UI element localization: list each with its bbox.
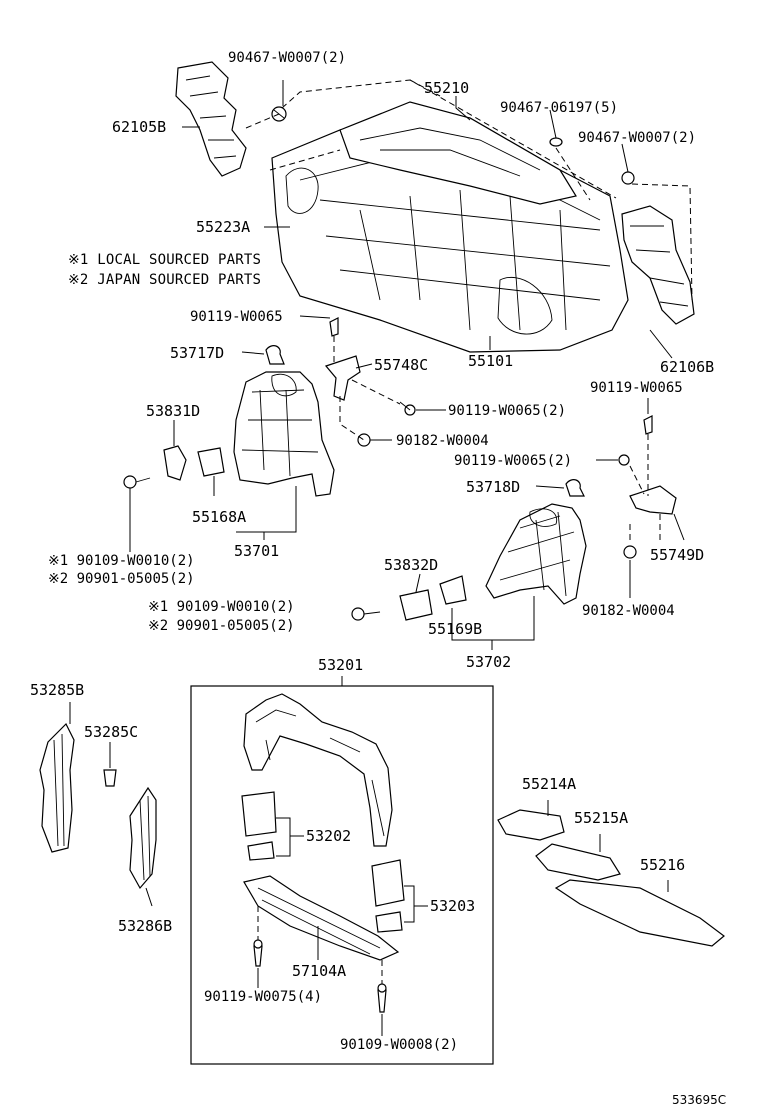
label-90467-w0007-top[interactable]: 90467-W0007(2): [228, 50, 347, 66]
bolt-90119-w0075[interactable]: [253, 939, 263, 967]
label-90119-w0065-2b[interactable]: 90119-W0065(2): [454, 453, 573, 469]
label-53285c[interactable]: 53285C: [84, 723, 139, 741]
label-55749d[interactable]: 55749D: [650, 546, 705, 564]
part-53702-drawing[interactable]: [485, 503, 587, 605]
label-53701[interactable]: 53701: [234, 542, 280, 560]
label-53203[interactable]: 53203: [430, 897, 476, 915]
bolt-90109-w0010-b[interactable]: [351, 607, 381, 621]
part-53831d-drawing[interactable]: [163, 445, 187, 481]
part-53286b-drawing[interactable]: [129, 786, 157, 890]
label-53831d[interactable]: 53831D: [146, 402, 201, 420]
part-55216-drawing[interactable]: [554, 879, 725, 947]
nut-90182-w0004-b[interactable]: [623, 545, 637, 559]
label-55748c[interactable]: 55748C: [374, 356, 429, 374]
label-90182-w0004-a[interactable]: 90182-W0004: [396, 433, 489, 449]
label-55168a[interactable]: 55168A: [192, 508, 247, 526]
label-55216[interactable]: 55216: [640, 856, 686, 874]
part-53701-drawing[interactable]: [233, 371, 335, 497]
clip-53718d[interactable]: [565, 479, 585, 497]
label-55101[interactable]: 55101: [468, 352, 514, 370]
part-53201-drawing[interactable]: [243, 693, 393, 847]
label-62106b[interactable]: 62106B: [660, 358, 715, 376]
part-53285b-drawing[interactable]: [39, 722, 75, 853]
label-53285b[interactable]: 53285B: [30, 681, 85, 699]
nut-90182-w0004-a[interactable]: [357, 433, 371, 447]
label-90901-05005-b[interactable]: ※2 90901-05005(2): [148, 618, 295, 634]
label-62105b[interactable]: 62105B: [112, 118, 167, 136]
label-90467-w0007-right[interactable]: 90467-W0007(2): [578, 130, 697, 146]
label-90119-w0075[interactable]: 90119-W0075(4): [204, 989, 323, 1005]
part-55214a-drawing[interactable]: [497, 809, 565, 841]
label-57104a[interactable]: 57104A: [292, 962, 347, 980]
part-62106b-drawing[interactable]: [621, 205, 695, 325]
label-90119-w0065-a[interactable]: 90119-W0065: [190, 309, 283, 325]
label-55210[interactable]: 55210: [424, 79, 470, 97]
label-90467-06197[interactable]: 90467-06197(5): [500, 100, 619, 116]
label-55214a[interactable]: 55214A: [522, 775, 577, 793]
clip-53717d[interactable]: [265, 345, 285, 365]
bracket-55748c[interactable]: [324, 355, 361, 401]
label-53702[interactable]: 53702: [466, 653, 512, 671]
bolt-90119-w0065-a[interactable]: [329, 317, 339, 337]
bolt-90109-w0010-a[interactable]: [123, 475, 151, 489]
label-55169b[interactable]: 55169B: [428, 620, 483, 638]
bolt-90119-w0065-b[interactable]: [643, 415, 653, 435]
label-55215a[interactable]: 55215A: [574, 809, 629, 827]
part-55210-drawing[interactable]: [339, 101, 577, 205]
clip-90467-06197[interactable]: [549, 137, 563, 147]
label-53718d[interactable]: 53718D: [466, 478, 521, 496]
label-53717d[interactable]: 53717D: [170, 344, 225, 362]
bolt-90119-w0065-2b[interactable]: [618, 454, 630, 466]
label-90901-05005-a[interactable]: ※2 90901-05005(2): [48, 571, 195, 587]
part-53203-drawing[interactable]: [371, 859, 405, 933]
part-62105b-drawing[interactable]: [175, 61, 247, 177]
diagram-id: 533695C: [672, 1093, 727, 1107]
note-local-sourced: ※1 LOCAL SOURCED PARTS: [68, 252, 262, 268]
clip-53285c[interactable]: [103, 769, 117, 787]
note-japan-sourced: ※2 JAPAN SOURCED PARTS: [68, 272, 262, 288]
part-53832d-drawing[interactable]: [399, 589, 433, 621]
part-55169b-drawing[interactable]: [439, 575, 467, 605]
bolt-90109-w0008[interactable]: [377, 983, 387, 1013]
bolt-90119-w0065-2a[interactable]: [399, 401, 416, 416]
label-55223a[interactable]: 55223A: [196, 218, 251, 236]
label-53832d[interactable]: 53832D: [384, 556, 439, 574]
part-53202-drawing[interactable]: [241, 791, 277, 861]
label-90182-w0004-b[interactable]: 90182-W0004: [582, 603, 675, 619]
bracket-55749d[interactable]: [629, 485, 677, 515]
label-53201[interactable]: 53201: [318, 656, 364, 674]
label-90109-w0010-a[interactable]: ※1 90109-W0010(2): [48, 553, 195, 569]
clip-90467-w0007-right[interactable]: [621, 171, 635, 185]
label-90119-w0065-b[interactable]: 90119-W0065: [590, 380, 683, 396]
part-55215a-drawing[interactable]: [535, 843, 621, 881]
label-90119-w0065-2a[interactable]: 90119-W0065(2): [448, 403, 567, 419]
part-55168a-drawing[interactable]: [197, 447, 225, 477]
label-90109-w0008[interactable]: 90109-W0008(2): [340, 1037, 459, 1053]
label-53286b[interactable]: 53286B: [118, 917, 173, 935]
label-53202[interactable]: 53202: [306, 827, 352, 845]
part-57104a-drawing[interactable]: [243, 875, 400, 961]
label-90109-w0010-b[interactable]: ※1 90109-W0010(2): [148, 599, 295, 615]
